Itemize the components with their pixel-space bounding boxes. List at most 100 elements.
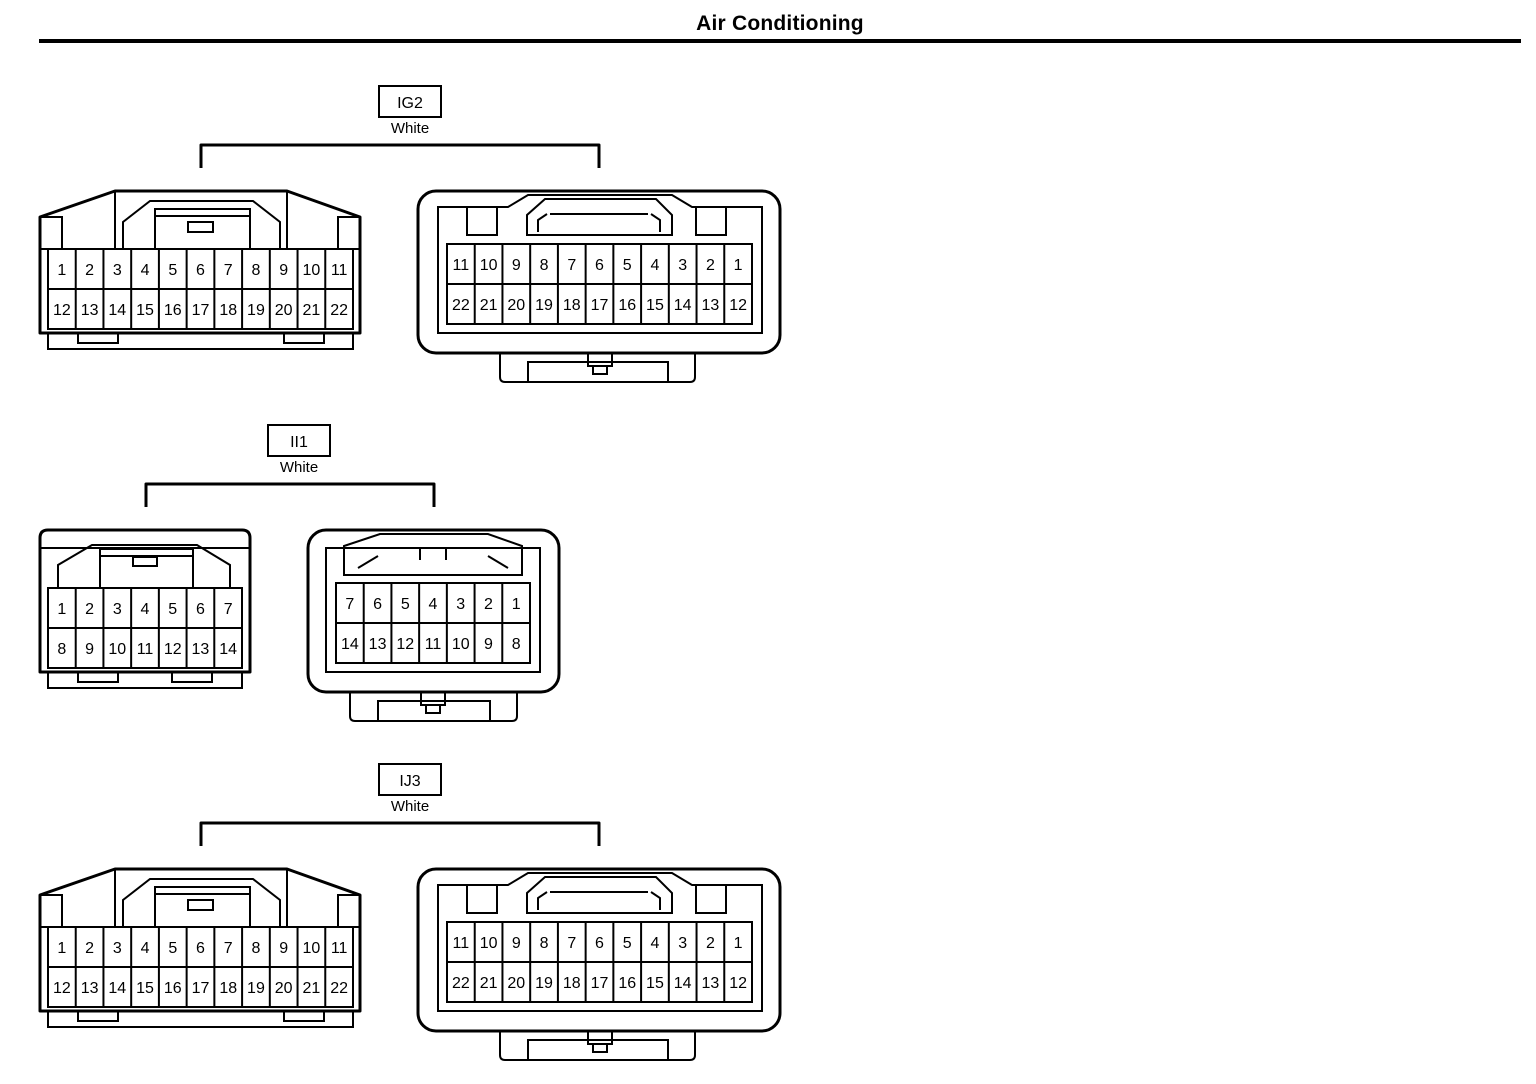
male-pin-label: 6 <box>196 940 205 957</box>
male-side-guides <box>40 894 360 927</box>
female-pin-label: 9 <box>512 257 521 274</box>
male-pin-label: 11 <box>331 262 348 279</box>
female-pin-label: 6 <box>595 935 604 952</box>
male-pin-label: 20 <box>275 980 293 997</box>
female-pin-label: 11 <box>453 257 470 274</box>
male-pin-label: 10 <box>303 940 321 957</box>
male-pin-label: 7 <box>224 262 233 279</box>
male-pin-label: 1 <box>57 601 66 618</box>
female-pin-label: 2 <box>706 935 715 952</box>
male-pin-label: 22 <box>330 980 348 997</box>
female-pin-label: 10 <box>452 636 470 653</box>
female-pin-label: 5 <box>623 257 632 274</box>
male-latch-outline <box>122 200 281 249</box>
female-pin-label: 8 <box>512 636 521 653</box>
male-pin-label: 19 <box>247 980 265 997</box>
male-pin-label: 16 <box>164 980 182 997</box>
connector-code: IG2 <box>397 95 423 112</box>
page-title: Air Conditioning <box>696 12 864 35</box>
connector-color: White <box>391 120 429 137</box>
male-pin-label: 5 <box>168 601 177 618</box>
connector-pair-bracket <box>199 821 601 846</box>
male-pin-label: 11 <box>331 940 348 957</box>
male-pin-label: 19 <box>247 302 265 319</box>
female-pin-label: 4 <box>651 257 660 274</box>
connector-code: IJ3 <box>399 773 420 790</box>
female-pin-label: 1 <box>734 935 743 952</box>
connector-color: White <box>280 459 318 476</box>
female-pin-label: 13 <box>702 975 720 992</box>
female-pin-label: 3 <box>456 596 465 613</box>
female-bottom-rail <box>499 1031 696 1061</box>
male-pin-label: 18 <box>219 980 237 997</box>
male-pin-label: 10 <box>108 641 126 658</box>
male-lock-tab <box>187 899 214 911</box>
female-pin-label: 16 <box>618 975 636 992</box>
female-pin-label: 8 <box>540 257 549 274</box>
female-pin-label: 7 <box>567 257 576 274</box>
female-pin-label: 3 <box>678 257 687 274</box>
male-pin-label: 7 <box>224 940 233 957</box>
male-pin-label: 5 <box>168 940 177 957</box>
female-pin-label: 7 <box>345 596 354 613</box>
male-pin-label: 13 <box>192 641 210 658</box>
female-pin-label: 3 <box>678 935 687 952</box>
male-pin-label: 13 <box>81 302 99 319</box>
female-pin-label: 15 <box>646 297 664 314</box>
female-latch-details <box>357 547 509 569</box>
female-pin-label: 11 <box>425 636 442 653</box>
male-pin-label: 3 <box>113 940 122 957</box>
male-pin-label: 13 <box>81 980 99 997</box>
female-pin-label: 12 <box>396 636 414 653</box>
female-pin-label: 2 <box>484 596 493 613</box>
female-latch-guide <box>526 198 673 236</box>
male-bottom-rail <box>47 333 354 350</box>
male-latch-outline <box>57 544 231 588</box>
female-pin-label: 4 <box>429 596 438 613</box>
female-pin-label: 6 <box>595 257 604 274</box>
female-pin-label: 18 <box>563 297 581 314</box>
female-pin-label: 6 <box>373 596 382 613</box>
female-pin-label: 13 <box>702 297 720 314</box>
male-pin-label: 1 <box>57 940 66 957</box>
female-latch-guide <box>343 533 523 576</box>
male-pin-label: 17 <box>192 980 210 997</box>
female-pin-label: 19 <box>535 975 553 992</box>
male-pin-label: 3 <box>113 262 122 279</box>
female-pin-label: 19 <box>535 297 553 314</box>
female-pin-label: 10 <box>480 935 498 952</box>
connector-pair-bracket <box>144 482 436 507</box>
male-pin-label: 9 <box>85 641 94 658</box>
female-key-right <box>695 884 727 914</box>
male-pin-label: 1 <box>57 262 66 279</box>
male-pin-label: 12 <box>53 302 71 319</box>
male-pin-label: 18 <box>219 302 237 319</box>
female-pin-label: 13 <box>369 636 387 653</box>
male-pin-label: 12 <box>164 641 182 658</box>
male-pin-label: 21 <box>303 302 321 319</box>
male-pin-label: 15 <box>136 302 154 319</box>
male-pin-label: 6 <box>196 262 205 279</box>
female-pin-label: 21 <box>480 297 498 314</box>
female-pin-label: 9 <box>484 636 493 653</box>
female-pin-label: 22 <box>452 975 470 992</box>
male-pin-label: 4 <box>141 940 150 957</box>
male-pin-label: 10 <box>303 262 321 279</box>
female-pin-label: 16 <box>618 297 636 314</box>
female-pin-label: 15 <box>646 975 664 992</box>
female-pin-label: 21 <box>480 975 498 992</box>
male-pin-label: 4 <box>141 601 150 618</box>
female-inner-wall <box>325 547 541 673</box>
male-bottom-rail <box>47 1011 354 1028</box>
male-pin-label: 12 <box>53 980 71 997</box>
female-pin-label: 14 <box>674 975 692 992</box>
female-pin-label: 12 <box>729 975 747 992</box>
female-inner-wall <box>437 872 763 1012</box>
connector-code-box <box>378 85 442 118</box>
male-pin-label: 9 <box>279 940 288 957</box>
male-pin-label: 6 <box>196 601 205 618</box>
male-side-guides <box>40 216 360 249</box>
